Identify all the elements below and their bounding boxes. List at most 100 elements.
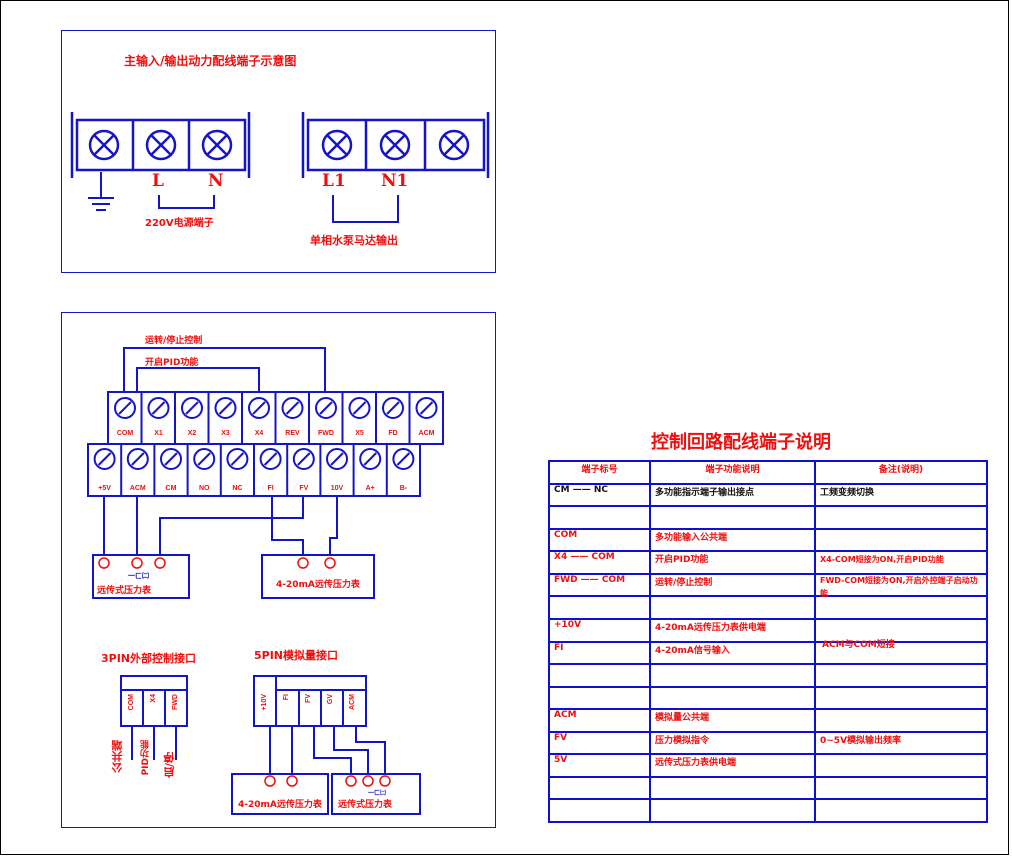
connector-pin-label: ACM [349, 694, 356, 710]
screw-icon [382, 397, 404, 419]
connector-pin-label: FV [305, 694, 312, 703]
spec-cell: 多功能指示端子输出接点 [649, 482, 816, 508]
spec-cell [649, 595, 816, 620]
screw-icon [201, 129, 233, 161]
screw-icon [114, 397, 136, 419]
terminal-label-l: L [152, 171, 164, 191]
connector-pin-label: COM [128, 694, 135, 711]
terminal-pin-label: A+ [365, 485, 375, 492]
spec-row [548, 595, 988, 620]
terminal-pin-label: FD [388, 430, 398, 437]
terminal-pin-label: FV [299, 485, 309, 492]
spec-cell: 工频变频切换 [814, 482, 988, 508]
screw-icon [193, 448, 216, 470]
ground-icon [88, 172, 114, 211]
spec-cell: CM —— NC [548, 482, 651, 508]
screw-icon [359, 448, 382, 470]
spec-cell [649, 663, 816, 688]
spec-cell [548, 595, 651, 620]
sensor-pin-icon [345, 775, 357, 787]
spec-cell: FWD —— COM [548, 572, 651, 598]
spec-cell [814, 708, 988, 733]
current-gauge-label: 4-20mA远传压力表 [276, 580, 360, 590]
spec-cell [649, 798, 816, 823]
pin5-remote-gauge-sub: 一ㄈ㈡ [368, 790, 387, 797]
sensor-pin-icon [264, 775, 276, 787]
connector-pin-label: GV [327, 694, 334, 705]
terminal-label-l1: L1 [322, 171, 346, 191]
remote-gauge-sensor [92, 554, 190, 599]
sensor-pin-icon [362, 775, 374, 787]
spec-cell: 开启PID功能 [649, 550, 816, 575]
power-terminal-panel [61, 30, 496, 273]
spec-row [548, 685, 988, 711]
spec-cell [548, 798, 651, 823]
terminal-pin-label: X3 [221, 430, 230, 437]
spec-cell [548, 505, 651, 530]
spec-header-row: 端子标号 端子功能说明 备注(说明) [548, 460, 988, 485]
spec-cell [814, 775, 988, 801]
wire-label-pid: 开启PID功能 [145, 358, 199, 368]
screw-icon [248, 397, 270, 419]
spec-title: 控制回路配线端子说明 [651, 432, 831, 453]
terminal-pin-label: ACM [129, 485, 146, 492]
spec-cell [814, 685, 988, 711]
remote-gauge-label: 远传式压力表 [97, 586, 152, 596]
spec-cell: COM [548, 527, 651, 553]
left-terminal-block [75, 118, 247, 172]
screw-icon [281, 397, 304, 419]
spec-cell: X4 —— COM [548, 550, 651, 575]
terminal-pin-label: B- [399, 485, 408, 492]
right-terminal-block [306, 118, 486, 172]
spec-header-cell: 端子标号 [548, 460, 651, 485]
spec-cell [548, 685, 651, 711]
connector-pin-label: X4 [150, 694, 157, 703]
screw-icon [292, 448, 315, 470]
spec-cell: 5V [548, 753, 651, 778]
motor-output-caption: 单相水泵马达输出 [310, 234, 398, 247]
remote-gauge-sub: 一ㄈ㈡ [128, 572, 149, 580]
pin5-connector [253, 675, 367, 727]
spec-row [548, 505, 988, 530]
screw-icon [392, 448, 415, 470]
screw-icon [379, 129, 411, 161]
screw-icon [147, 397, 170, 419]
pin3-title: 3PIN外部控制接口 [101, 652, 197, 665]
terminal-pin-label: ACM [418, 430, 435, 437]
screw-icon [415, 397, 438, 419]
terminal-pin-label: X2 [187, 430, 197, 437]
sensor-pin-icon [286, 775, 298, 787]
terminal-label-n: N [208, 171, 224, 191]
terminal-pin-label: 10V [330, 485, 344, 492]
spec-cell: 0~5V模拟输出频率 [814, 730, 988, 756]
pin5-remote-gauge-label: 远传式压力表 [338, 800, 393, 810]
pin5-remote-gauge [331, 773, 421, 815]
spec-cell: FV [548, 730, 651, 756]
terminal-label-n1: N1 [381, 171, 409, 191]
spec-row [548, 663, 988, 688]
terminal-pin-label: FWD [318, 430, 334, 437]
sensor-pin-icon [131, 557, 143, 569]
spec-cell [649, 505, 816, 530]
spec-cell [548, 775, 651, 801]
terminal-pin-label: NO [198, 485, 210, 492]
spec-cell: FI [548, 640, 651, 666]
spec-cell: +10V [548, 617, 651, 643]
spec-row [548, 798, 988, 823]
screw-icon [160, 448, 182, 470]
spec-note-fwd: FWD-COM短接为ON,开启外控端子启动功能 [820, 574, 980, 600]
spec-row [548, 775, 988, 801]
terminal-pin-label: +5V [98, 485, 111, 492]
spec-cell [814, 663, 988, 688]
spec-header-cell: 端子功能说明 [649, 460, 816, 485]
terminal-pin-label: FI [267, 485, 274, 492]
terminal-pin-label: REV [285, 430, 300, 437]
